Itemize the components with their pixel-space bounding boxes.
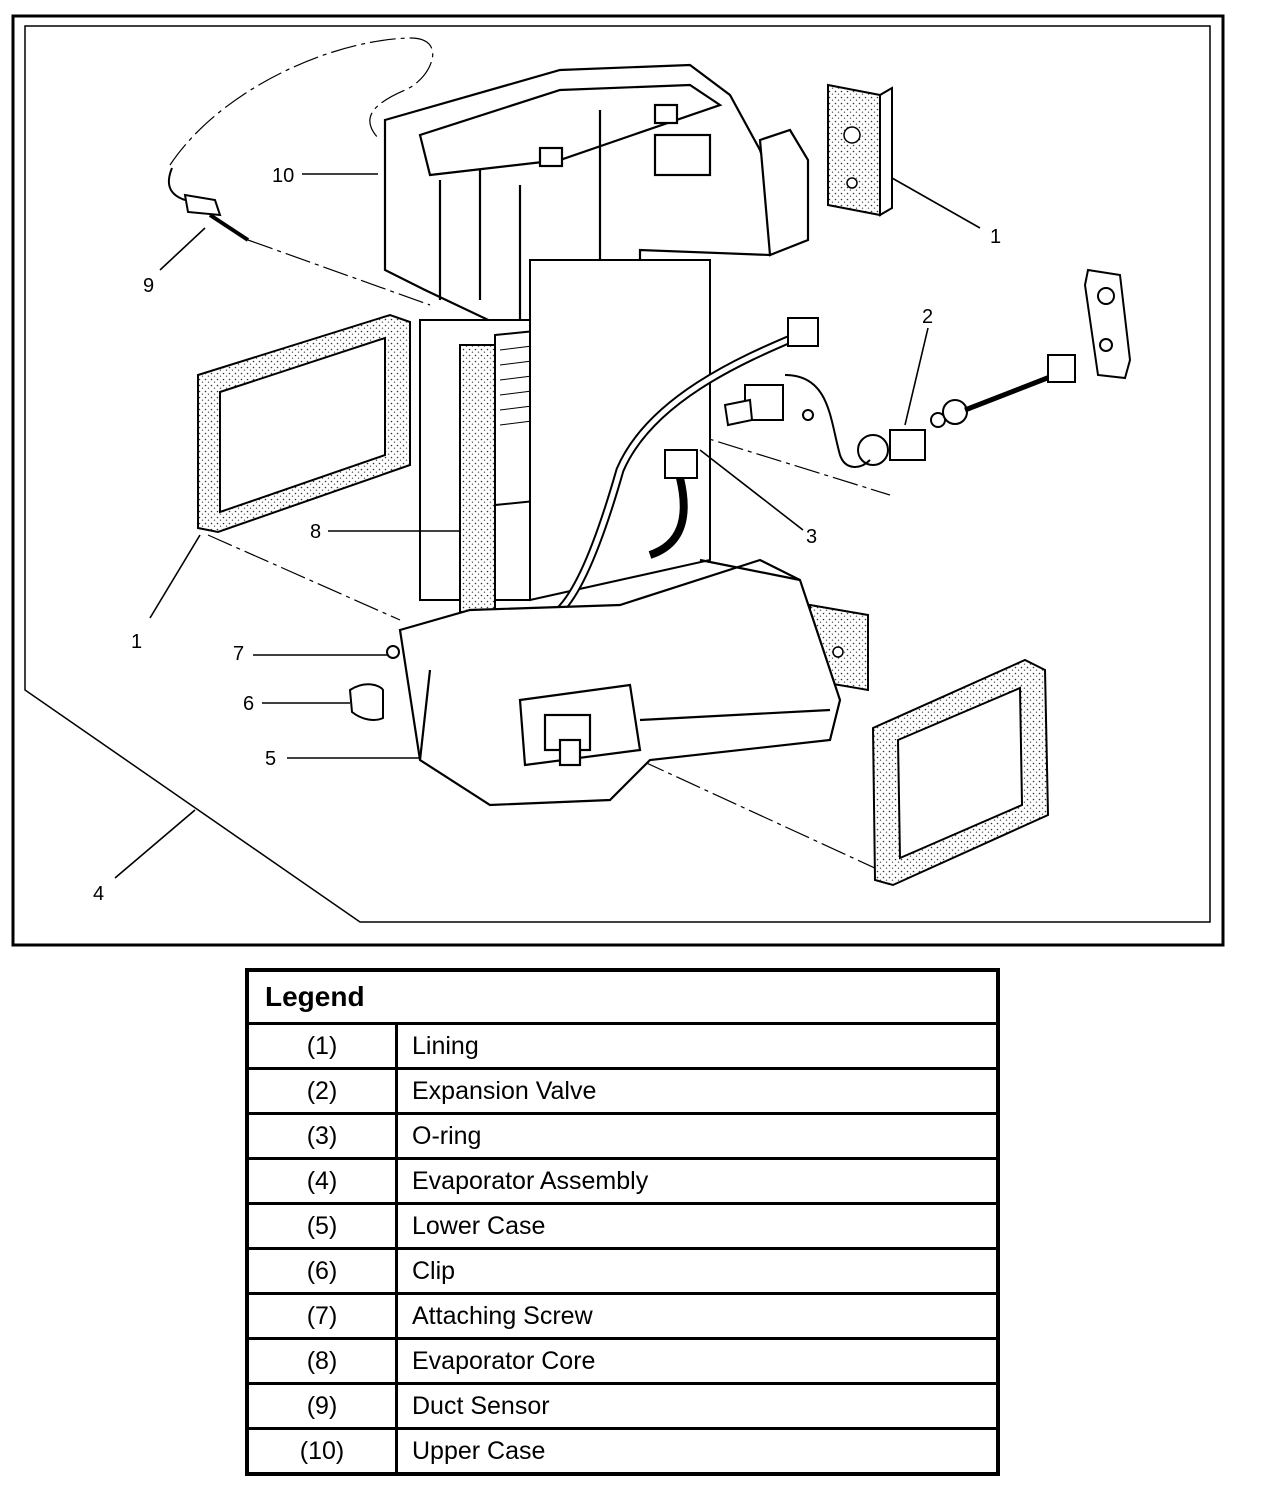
legend-desc: O-ring <box>395 1112 1000 1160</box>
legend-title: Legend <box>245 968 1000 1025</box>
legend-num: (1) <box>245 1022 398 1070</box>
callout-2: 2 <box>922 306 933 328</box>
expansion-valve <box>723 268 1132 468</box>
duct-sensor <box>167 167 250 242</box>
callout-1-top: 1 <box>990 226 1001 248</box>
legend-row: (2)Expansion Valve <box>245 1067 1000 1115</box>
callout-5: 5 <box>265 748 276 770</box>
lower-case <box>398 558 842 807</box>
legend-row: (8)Evaporator Core <box>245 1337 1000 1385</box>
evaporator-core <box>419 259 711 613</box>
legend-num: (3) <box>245 1112 398 1160</box>
leader-lines <box>114 173 981 879</box>
legend-table: Legend (1)Lining (2)Expansion Valve (3)O… <box>245 968 1000 1476</box>
attaching-screw <box>386 645 400 659</box>
callout-9: 9 <box>143 275 154 297</box>
legend-row: (7)Attaching Screw <box>245 1292 1000 1340</box>
legend-row: (6)Clip <box>245 1247 1000 1295</box>
lining-top <box>827 83 893 217</box>
callout-labels: 1 2 3 1 4 5 6 7 8 9 10 <box>93 165 1001 905</box>
legend-num: (9) <box>245 1382 398 1430</box>
legend-desc: Duct Sensor <box>395 1382 1000 1430</box>
legend-row: (9)Duct Sensor <box>245 1382 1000 1430</box>
clip <box>348 683 384 721</box>
legend-desc: Attaching Screw <box>395 1292 1000 1340</box>
callout-8: 8 <box>310 521 321 543</box>
legend-desc: Evaporator Assembly <box>395 1157 1000 1205</box>
outer-frame <box>11 14 1225 947</box>
legend-desc: Lower Case <box>395 1202 1000 1250</box>
legend-desc: Upper Case <box>395 1427 1000 1476</box>
legend-num: (8) <box>245 1337 398 1385</box>
legend-num: (5) <box>245 1202 398 1250</box>
legend-row: (3)O-ring <box>245 1112 1000 1160</box>
legend-desc: Clip <box>395 1247 1000 1295</box>
tube-fitting <box>648 317 819 559</box>
lining-right-frame <box>871 658 1050 887</box>
legend-num: (10) <box>245 1427 398 1476</box>
legend-row: (4)Evaporator Assembly <box>245 1157 1000 1205</box>
legend-desc: Expansion Valve <box>395 1067 1000 1115</box>
legend-desc: Evaporator Core <box>395 1337 1000 1385</box>
legend-num: (7) <box>245 1292 398 1340</box>
callout-10: 10 <box>272 165 294 187</box>
upper-case <box>383 63 810 337</box>
callout-4: 4 <box>93 883 104 905</box>
assembly-boundary <box>24 25 1211 923</box>
legend-row: (5)Lower Case <box>245 1202 1000 1250</box>
legend-num: (2) <box>245 1067 398 1115</box>
legend-row: (10)Upper Case <box>245 1427 1000 1476</box>
lining-left-frame <box>197 313 411 534</box>
callout-1-left: 1 <box>131 631 142 653</box>
callout-6: 6 <box>243 693 254 715</box>
legend-num: (6) <box>245 1247 398 1295</box>
legend-desc: Lining <box>395 1022 1000 1070</box>
callout-7: 7 <box>233 643 244 665</box>
legend-num: (4) <box>245 1157 398 1205</box>
legend-row: (1)Lining <box>245 1022 1000 1070</box>
exploded-diagram: 1 2 3 1 4 5 6 7 8 9 10 <box>11 14 1225 947</box>
callout-3: 3 <box>806 526 817 548</box>
